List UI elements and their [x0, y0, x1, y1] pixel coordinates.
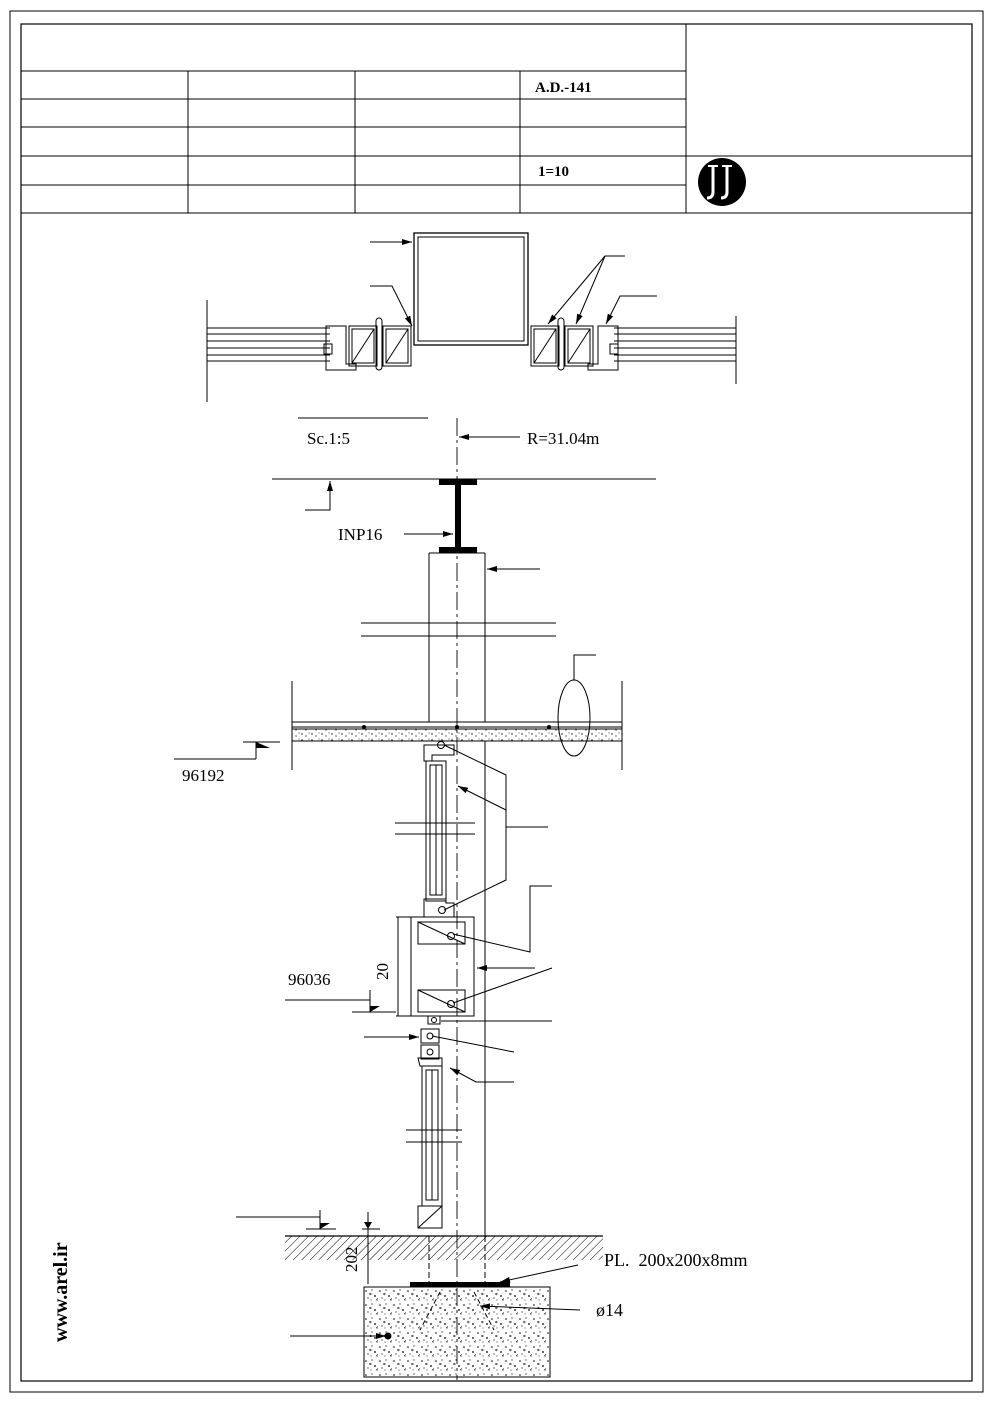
beam-label: INP16 [338, 525, 382, 544]
drawing-number: A.D.-141 [535, 80, 592, 96]
title-block [21, 24, 972, 214]
rebar-label: ø14 [596, 1300, 623, 1320]
plate-label: PL. 200x200x8mm [604, 1250, 748, 1270]
inner-frame [20, 23, 973, 1382]
detail-scale-label: Sc.1:5 [307, 429, 350, 448]
radius-label: R=31.04m [527, 429, 599, 448]
level-label-2: 96036 [288, 970, 331, 989]
level-label-1: 96192 [182, 766, 225, 785]
watermark-text: www.arel.ir [50, 1242, 72, 1342]
dimension-202: 202 [342, 1247, 361, 1273]
scale-value: 1=10 [538, 164, 569, 180]
logo-icon [698, 158, 746, 206]
dimension-20: 20 [373, 963, 392, 980]
plan-detail [206, 232, 737, 402]
section-detail [174, 417, 656, 1380]
outer-frame [9, 10, 984, 1393]
